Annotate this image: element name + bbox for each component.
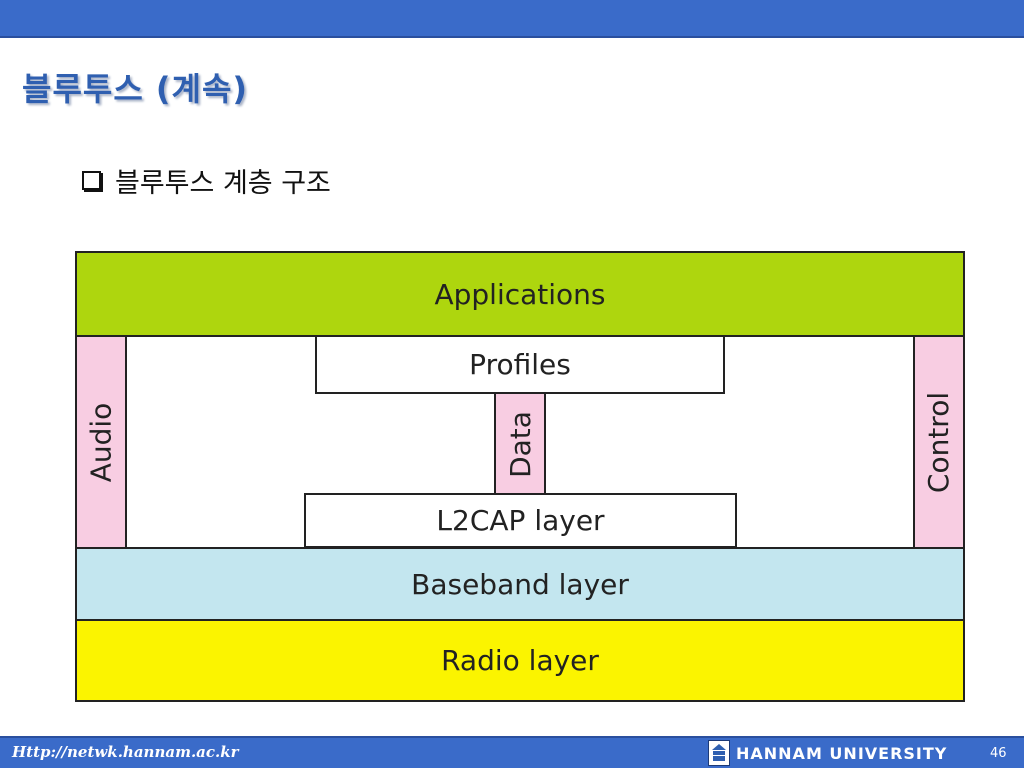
slide-title: 블루투스 (계속) <box>22 70 249 108</box>
control-block: Control <box>913 337 963 547</box>
profiles-label: Profiles <box>469 348 571 381</box>
profiles-block: Profiles <box>315 335 725 394</box>
university-brand: HANNAM UNIVERSITY <box>708 738 947 768</box>
footer-url[interactable]: Http://netwk.hannam.ac.kr <box>12 743 239 761</box>
baseband-block: Baseband layer <box>77 547 963 621</box>
radio-label: Radio layer <box>441 644 599 677</box>
radio-block: Radio layer <box>77 621 963 700</box>
baseband-label: Baseband layer <box>411 567 629 601</box>
applications-label: Applications <box>434 277 606 311</box>
top-header-bar <box>0 0 1024 38</box>
page-number: 46 <box>990 746 1007 761</box>
audio-block: Audio <box>77 337 127 547</box>
audio-label: Audio <box>84 402 118 482</box>
data-block: Data <box>494 394 546 494</box>
applications-block: Applications <box>77 253 963 337</box>
bluetooth-layer-diagram: Applications Audio Control Profiles Data… <box>75 251 965 702</box>
bullet-item: 블루투스 계층 구조 <box>82 160 331 200</box>
university-name: HANNAM UNIVERSITY <box>736 743 948 763</box>
footer-bar: Http://netwk.hannam.ac.kr HANNAM UNIVERS… <box>0 736 1024 768</box>
hannam-logo-icon <box>708 740 730 766</box>
bullet-text: 블루투스 계층 구조 <box>115 167 331 199</box>
control-label: Control <box>922 391 956 493</box>
data-label: Data <box>503 410 537 478</box>
l2cap-label: L2CAP layer <box>436 504 605 537</box>
checkbox-bullet-icon <box>82 170 101 190</box>
l2cap-block: L2CAP layer <box>304 493 737 548</box>
